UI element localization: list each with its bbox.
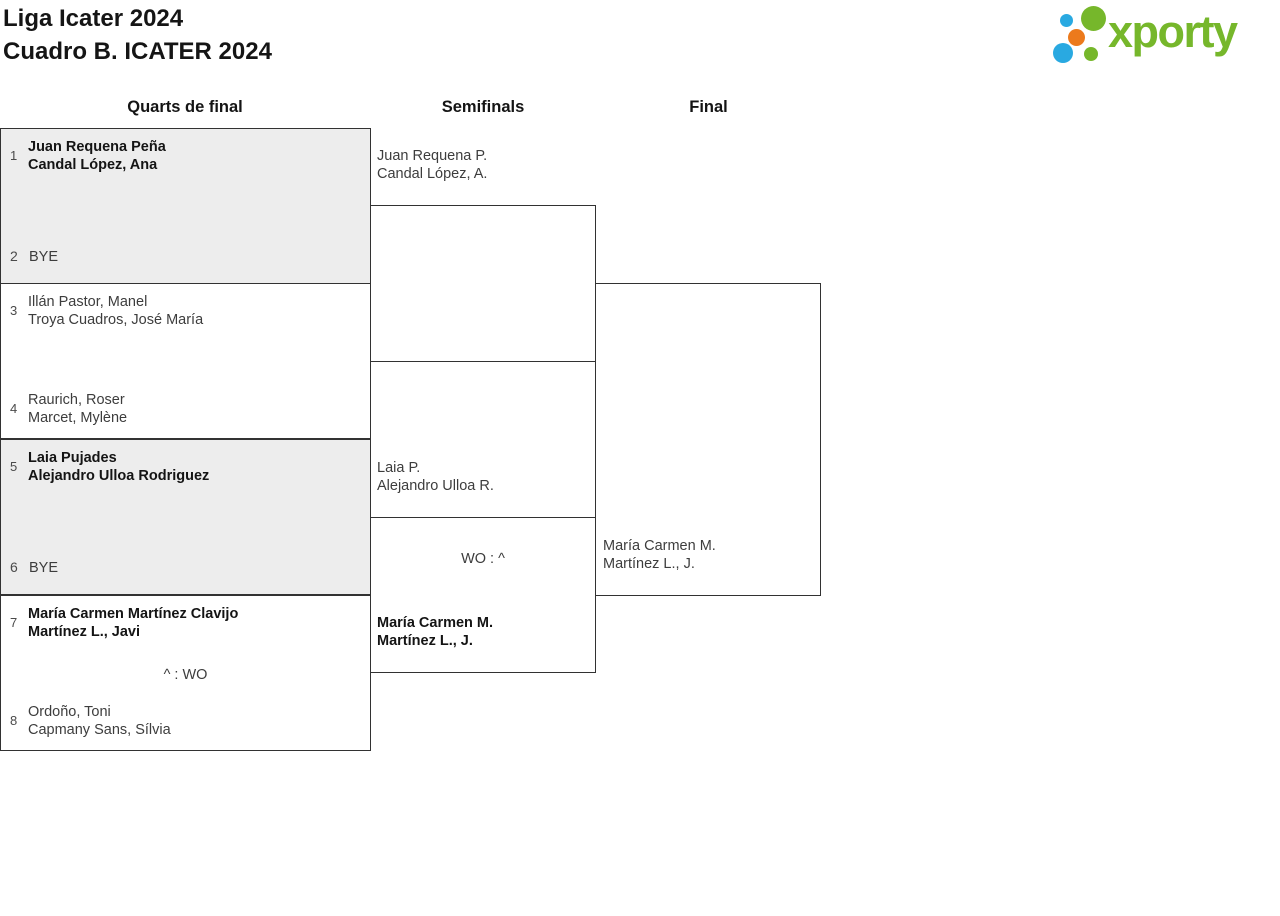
match-result: WO : ^ xyxy=(461,551,505,567)
logo-dot-orange-icon xyxy=(1068,29,1085,46)
bye-row: 2 BYE xyxy=(10,247,58,266)
seed-label: 6 xyxy=(10,559,18,575)
round-header-quarterfinals: Quarts de final xyxy=(127,98,243,116)
team-player1: María Carmen M. xyxy=(603,538,716,554)
team-player2: Martínez L., Javi xyxy=(28,624,141,640)
seed-label: 5 xyxy=(10,459,18,474)
logo-wordmark: xporty xyxy=(1108,6,1238,57)
team-name: Ordoño, Toni Capmany Sans, Sílvia xyxy=(28,703,171,739)
advancing-team-name: Laia P. Alejandro Ulloa R. xyxy=(377,459,494,495)
page-title: Liga Icater 2024 xyxy=(3,5,184,32)
seed-label: 7 xyxy=(10,615,18,630)
team-name: Raurich, Roser Marcet, Mylène xyxy=(28,391,127,427)
team-player2: Candal López, A. xyxy=(377,166,488,182)
match-result: ^ : WO xyxy=(163,667,208,683)
team-name: Juan Requena Peña Candal López, Ana xyxy=(28,138,166,174)
team-player2: Alejandro Ulloa Rodriguez xyxy=(28,468,210,484)
round-header-final: Final xyxy=(689,98,728,116)
seed-label: 3 xyxy=(10,303,18,318)
team-player2: Alejandro Ulloa R. xyxy=(377,478,494,494)
seed-label: 8 xyxy=(10,713,18,728)
team-player1: Juan Requena Peña xyxy=(28,139,166,155)
logo-dot-green-small-icon xyxy=(1084,47,1098,61)
team-player1: Laia P. xyxy=(377,460,421,476)
team-player1: Laia Pujades xyxy=(28,450,117,466)
team-player1: Juan Requena P. xyxy=(377,148,488,164)
advancing-team-name: Juan Requena P. Candal López, A. xyxy=(377,147,487,183)
logo-dot-green-large-icon xyxy=(1081,6,1106,31)
bye-label: BYE xyxy=(29,560,59,576)
seed-label: 1 xyxy=(10,148,18,163)
round-header-semifinals: Semifinals xyxy=(441,98,525,116)
match-qf4: 7 María Carmen Martínez Clavijo Martínez… xyxy=(0,595,371,751)
seed-label: 4 xyxy=(10,401,18,416)
team-name: Laia Pujades Alejandro Ulloa Rodriguez xyxy=(28,449,209,485)
team-player2: Marcet, Mylène xyxy=(28,410,128,426)
team-player1: Raurich, Roser xyxy=(28,392,125,408)
match-final xyxy=(595,283,821,596)
team-player1: Illán Pastor, Manel xyxy=(28,294,148,310)
team-player2: Martínez L., J. xyxy=(377,633,473,649)
logo-dot-blue-small-icon xyxy=(1060,14,1073,27)
bye-label: BYE xyxy=(29,249,59,265)
team-player2: Martínez L., J. xyxy=(603,556,695,572)
advancing-team-name: María Carmen M. Martínez L., J. xyxy=(603,537,716,573)
team-name: María Carmen Martínez Clavijo Martínez L… xyxy=(28,605,238,641)
advancing-team-name: María Carmen M. Martínez L., J. xyxy=(377,614,493,650)
seed-label: 2 xyxy=(10,248,18,264)
match-qf3: 5 Laia Pujades Alejandro Ulloa Rodriguez… xyxy=(0,439,371,595)
team-player1: María Carmen Martínez Clavijo xyxy=(28,606,239,622)
logo-dot-blue-large-icon xyxy=(1053,43,1073,63)
team-player2: Troya Cuadros, José María xyxy=(28,312,204,328)
bye-row: 6 BYE xyxy=(10,558,58,577)
team-player2: Capmany Sans, Sílvia xyxy=(28,722,171,738)
team-player1: María Carmen M. xyxy=(377,615,494,631)
bracket-subtitle: Cuadro B. ICATER 2024 xyxy=(3,38,272,65)
match-qf2: 3 Illán Pastor, Manel Troya Cuadros, Jos… xyxy=(0,283,371,439)
team-player2: Candal López, Ana xyxy=(28,157,158,173)
match-sf2: WO : ^ xyxy=(370,517,596,673)
xporty-logo[interactable]: xporty xyxy=(1048,0,1276,70)
match-sf1 xyxy=(370,205,596,362)
team-name: Illán Pastor, Manel Troya Cuadros, José … xyxy=(28,293,203,329)
team-player1: Ordoño, Toni xyxy=(28,704,111,720)
